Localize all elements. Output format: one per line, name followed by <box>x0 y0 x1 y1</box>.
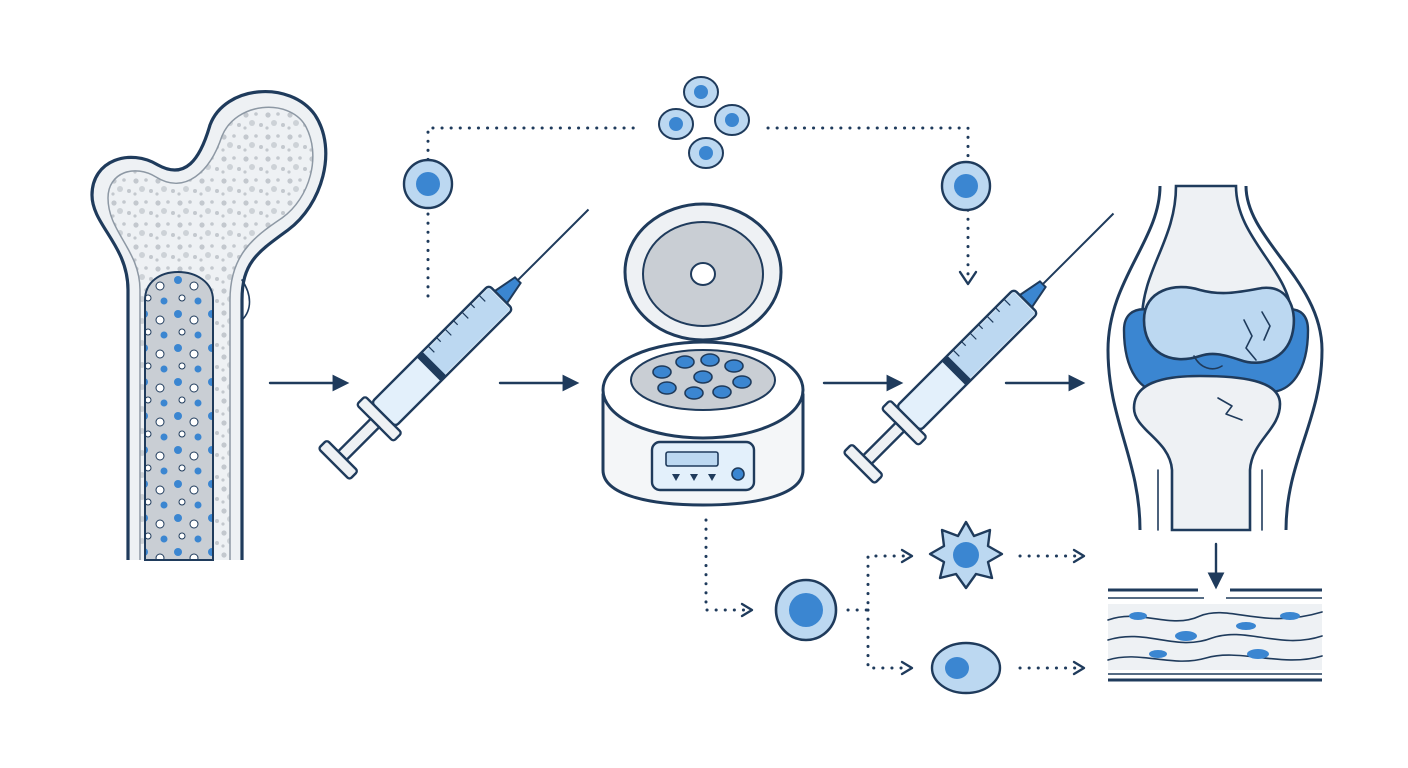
arrow-right-icon <box>740 602 754 618</box>
arrow-right-icon <box>900 660 914 676</box>
activated-cell-icon <box>928 520 1004 590</box>
dotted-connector <box>766 126 970 278</box>
arrow-right-icon <box>1072 660 1086 676</box>
stem-cell-icon <box>930 641 1002 695</box>
centrifuge-icon <box>601 202 805 507</box>
stem-cell-icon <box>402 158 454 210</box>
stem-cell-icon <box>940 160 992 212</box>
cell-cluster-icon <box>658 76 750 169</box>
tissue-layer-icon <box>1107 588 1323 682</box>
arrow-right-icon <box>1072 548 1086 564</box>
arrow-right-icon <box>900 548 914 564</box>
syringe-icon <box>318 208 590 480</box>
dotted-connector <box>426 126 642 298</box>
syringe-icon <box>843 212 1115 484</box>
femur-bone-icon <box>90 90 328 561</box>
knee-joint-icon <box>1106 184 1324 532</box>
dotted-connector <box>846 554 910 612</box>
dotted-connector <box>866 608 910 670</box>
arrow-down-icon <box>958 270 978 286</box>
dotted-connector <box>704 518 750 612</box>
stem-cell-icon <box>774 578 838 642</box>
